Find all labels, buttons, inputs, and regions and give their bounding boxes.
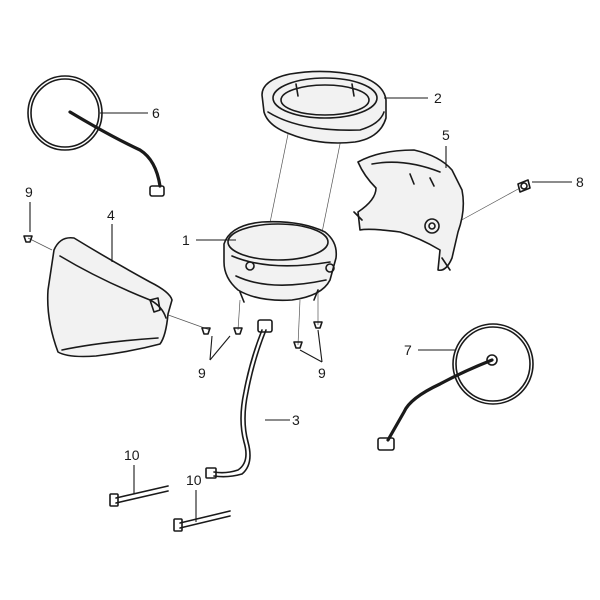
part-5-right-side-cover: [353, 149, 465, 272]
part-9-screws: [23, 235, 323, 349]
callout-1: 1: [182, 232, 190, 248]
callout-7: 7: [404, 342, 412, 358]
part-4-left-shroud: [46, 236, 173, 358]
callout-10-lower: 10: [186, 472, 202, 488]
part-6-left-mirror: [27, 75, 165, 197]
callout-labels: 1 2 3 4 5 6 7 8 9 9 9 10 10: [25, 90, 584, 488]
callout-10-upper: 10: [124, 447, 140, 463]
part-3-cable: [205, 319, 273, 479]
part-10-long-bolts: [109, 485, 231, 532]
callout-6: 6: [152, 105, 160, 121]
part-1-center-housing: [223, 220, 338, 303]
part-2-upper-ring-cover: [261, 70, 387, 144]
part-8-bolt: [517, 179, 531, 193]
callout-9-center-left: 9: [198, 365, 206, 381]
callout-4: 4: [107, 207, 115, 223]
callout-2: 2: [434, 90, 442, 106]
part-7-right-mirror: [377, 323, 534, 451]
callout-9-left: 9: [25, 184, 33, 200]
callout-5: 5: [442, 127, 450, 143]
callout-leader-lines: [29, 97, 572, 522]
callout-8: 8: [576, 174, 584, 190]
callout-3: 3: [292, 412, 300, 428]
callout-9-center-right: 9: [318, 365, 326, 381]
